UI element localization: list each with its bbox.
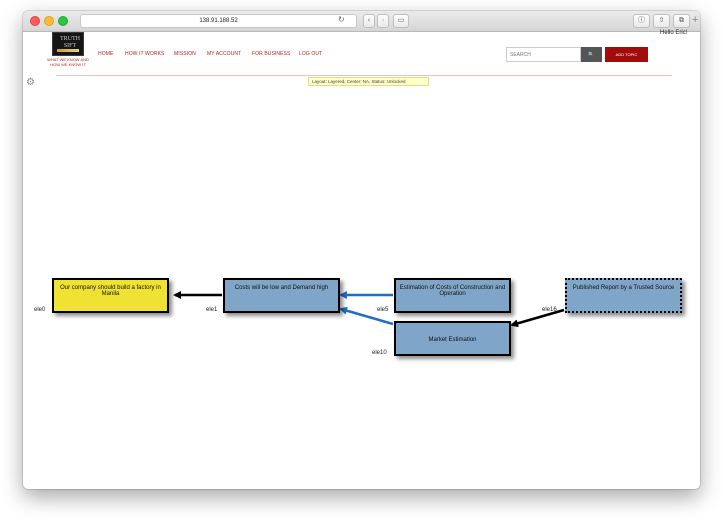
graph-node-ele0[interactable]: Our company should build a factory in Ma… bbox=[52, 278, 169, 313]
address-bar[interactable]: 138.91.188.52 bbox=[80, 14, 357, 28]
edge-ele16-to-ele10[interactable] bbox=[510, 308, 565, 328]
user-greeting: Hello Eric! bbox=[660, 30, 688, 36]
search-input[interactable] bbox=[506, 47, 581, 62]
graph-node-ele5[interactable]: Estimation of Costs of Construction and … bbox=[394, 278, 511, 313]
browser-titlebar: 138.91.188.52 ↻ ‹ › ▭ ⓘ ⇧ ⧉ + bbox=[23, 11, 700, 32]
info-icon[interactable]: ⓘ bbox=[633, 14, 650, 28]
close-window-button[interactable] bbox=[30, 16, 40, 26]
graph-node-ele10[interactable]: Market Estimation bbox=[394, 321, 511, 356]
graph-node-ele1[interactable]: Costs will be low and Demand high bbox=[223, 278, 340, 313]
tabs-icon[interactable]: ⧉ bbox=[673, 14, 690, 28]
nav-my-account[interactable]: MY ACCOUNT bbox=[207, 51, 242, 57]
nav-how-it-works[interactable]: HOW IT WORKS bbox=[125, 51, 165, 57]
node-id-label: ele1 bbox=[206, 307, 218, 313]
minimize-window-button[interactable] bbox=[44, 16, 54, 26]
share-icon[interactable]: ⇧ bbox=[653, 14, 670, 28]
back-button[interactable]: ‹ bbox=[363, 14, 375, 28]
nav-home[interactable]: HOME bbox=[98, 51, 114, 57]
header-divider bbox=[56, 75, 672, 76]
gear-icon[interactable]: ⚙ bbox=[26, 77, 35, 88]
node-id-label: ele0 bbox=[34, 307, 46, 313]
layout-status-bar: Layout: Layered, Center: NA, Status: Unl… bbox=[308, 77, 429, 86]
logo-decoration bbox=[57, 49, 79, 52]
forward-button[interactable]: › bbox=[377, 14, 389, 28]
search-button[interactable]: 🔍 bbox=[581, 47, 602, 62]
reload-icon[interactable]: ↻ bbox=[338, 15, 345, 24]
node-id-label: ele5 bbox=[377, 307, 389, 313]
nav-log-out[interactable]: LOG OUT bbox=[299, 51, 323, 57]
graph-node-ele16[interactable]: Published Report by a Trusted Source bbox=[565, 278, 682, 313]
site-logo[interactable]: TRUTH SIFT bbox=[52, 32, 84, 56]
new-tab-icon[interactable]: + bbox=[692, 14, 699, 26]
nav-for-business[interactable]: FOR BUSINESS bbox=[252, 51, 291, 57]
graph-edges bbox=[173, 291, 565, 328]
browser-window: 138.91.188.52 ↻ ‹ › ▭ ⓘ ⇧ ⧉ + TRUTH SIFT… bbox=[23, 11, 700, 489]
nav-mission[interactable]: MISSION bbox=[174, 51, 196, 57]
sidebar-toggle-button[interactable]: ▭ bbox=[393, 14, 409, 28]
site-tagline: WHAT WE KNOW AND HOW WE KNOW IT bbox=[47, 57, 89, 67]
node-id-label: ele16 bbox=[542, 307, 557, 313]
edge-ele10-to-ele1[interactable] bbox=[339, 306, 394, 326]
node-id-label: ele10 bbox=[372, 350, 387, 356]
maximize-window-button[interactable] bbox=[58, 16, 68, 26]
logo-text: TRUTH SIFT bbox=[60, 36, 80, 49]
add-topic-button[interactable]: ADD TOPIC bbox=[605, 47, 648, 62]
search-icon: 🔍 bbox=[588, 52, 595, 58]
